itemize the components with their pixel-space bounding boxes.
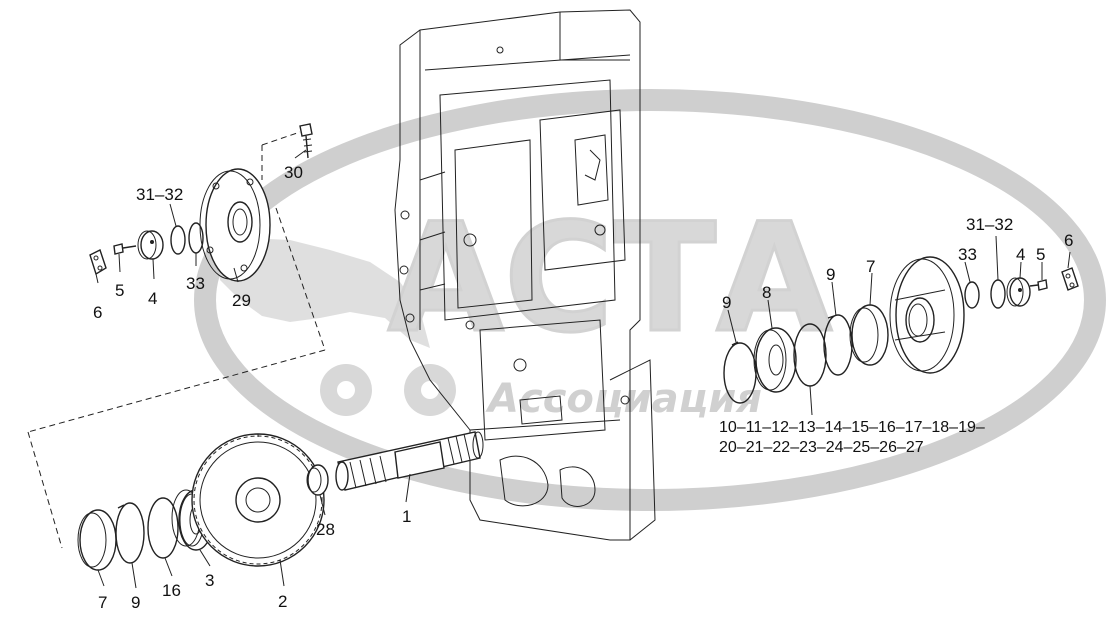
part-5-left-bolt	[113, 243, 137, 255]
part-33-right-ring	[964, 281, 980, 309]
part-31-32-right-shim	[990, 279, 1006, 309]
part-31-32-left-shim	[170, 225, 186, 255]
leader-lines	[95, 149, 1071, 589]
callout-5-left: 5	[115, 281, 124, 300]
part-1-splined-shaft	[335, 431, 484, 491]
callout-16: 16	[162, 581, 181, 600]
part-7-left-seal	[77, 509, 117, 571]
callout-6-left: 6	[93, 303, 102, 322]
callout-30: 30	[284, 163, 303, 182]
callout-31-32-left: 31–32	[136, 185, 183, 204]
callout-33-right: 33	[958, 245, 977, 264]
callout-33-left: 33	[186, 274, 205, 293]
watermark-title: АСТА	[388, 192, 833, 366]
assembly-guide-lines	[27, 131, 326, 549]
part-28-bushing	[306, 464, 329, 496]
callout-8: 8	[762, 283, 771, 302]
part-30-bolt	[299, 123, 313, 159]
callout-31-32-right: 31–32	[966, 215, 1013, 234]
part-9-right-snap	[823, 314, 853, 376]
callout-9-mid: 9	[722, 293, 731, 312]
callout-4-right: 4	[1016, 245, 1025, 264]
part-4-right-cap	[1006, 277, 1031, 307]
watermark-gear-icon	[320, 364, 372, 416]
part-16-ring	[147, 497, 179, 559]
part-6-left-plate	[89, 249, 107, 276]
callout-9-left: 9	[131, 593, 140, 612]
watermark-gear-icon	[404, 364, 456, 416]
watermark-bear-silhouette	[215, 238, 430, 348]
callout-7-right: 7	[866, 257, 875, 276]
part-2-gear	[191, 433, 325, 567]
part-4-left-cap	[137, 230, 164, 260]
part-7-right-seal	[849, 304, 889, 366]
transmission-housing	[394, 9, 656, 541]
callout-labels: 6 5 4 31–32 33 29 30 7 9 16 3 2 28 1 9 8…	[93, 163, 1073, 612]
callout-5-right: 5	[1036, 245, 1045, 264]
callout-2: 2	[278, 592, 287, 611]
part-6-right-plate	[1061, 267, 1079, 291]
part-8-bearing	[753, 327, 797, 393]
callout-1: 1	[402, 507, 411, 526]
part-9-left-circlip	[115, 502, 145, 564]
callout-6-right: 6	[1064, 231, 1073, 250]
part-5-right-bolt	[1029, 279, 1048, 291]
watermark-ring	[194, 89, 1106, 511]
callout-3: 3	[205, 571, 214, 590]
callout-range-line-1: 10–11–12–13–14–15–16–17–18–19–	[719, 419, 985, 436]
callout-9-right: 9	[826, 265, 835, 284]
callout-range-line-2: 20–21–22–23–24–25–26–27	[719, 439, 924, 456]
watermark: АСТА Ассоциация	[194, 89, 1106, 511]
callout-4-left: 4	[148, 289, 157, 308]
part-29-right-cover	[889, 256, 965, 374]
callout-7-left: 7	[98, 593, 107, 612]
callout-29: 29	[232, 291, 251, 310]
callout-28: 28	[316, 520, 335, 539]
